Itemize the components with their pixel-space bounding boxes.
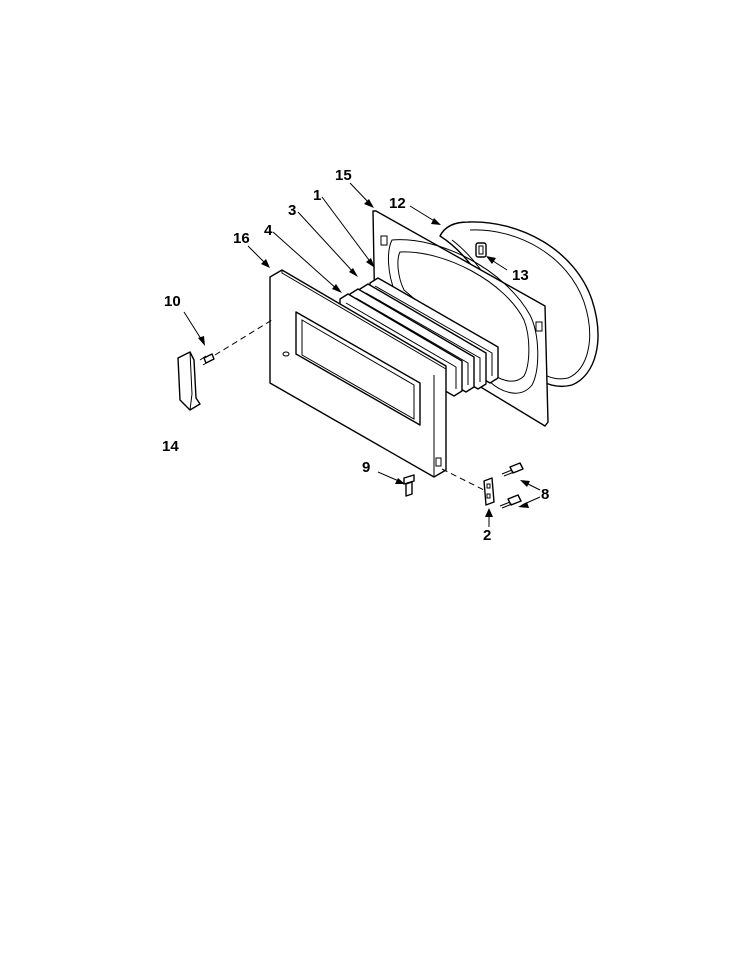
callout-9: 9 <box>362 459 370 476</box>
hinge-alignment-line <box>441 468 485 491</box>
callout-12: 12 <box>389 195 406 212</box>
outer-door-panel <box>269 269 447 478</box>
callout-15: 15 <box>335 167 352 184</box>
callout-8: 8 <box>541 486 549 503</box>
leader-lines <box>183 182 541 527</box>
callout-3: 3 <box>288 202 296 219</box>
callout-2: 2 <box>483 527 491 544</box>
callout-4: 4 <box>264 222 273 239</box>
leader-arrowheads <box>198 199 530 517</box>
handle-screw <box>199 353 215 366</box>
callout-13: 13 <box>512 267 529 284</box>
gasket-clip <box>475 242 487 258</box>
callout-14: 14 <box>162 438 179 455</box>
screw-9 <box>403 474 415 497</box>
callout-10: 10 <box>164 293 181 310</box>
callout-labels: 15 1 12 3 4 16 13 10 14 9 8 2 <box>162 167 549 544</box>
alignment-line <box>214 319 273 356</box>
hinge-bracket <box>483 477 495 506</box>
callout-16: 16 <box>233 230 250 247</box>
hinge-screws <box>499 462 524 509</box>
door-handle <box>177 351 201 411</box>
callout-1: 1 <box>313 187 321 204</box>
